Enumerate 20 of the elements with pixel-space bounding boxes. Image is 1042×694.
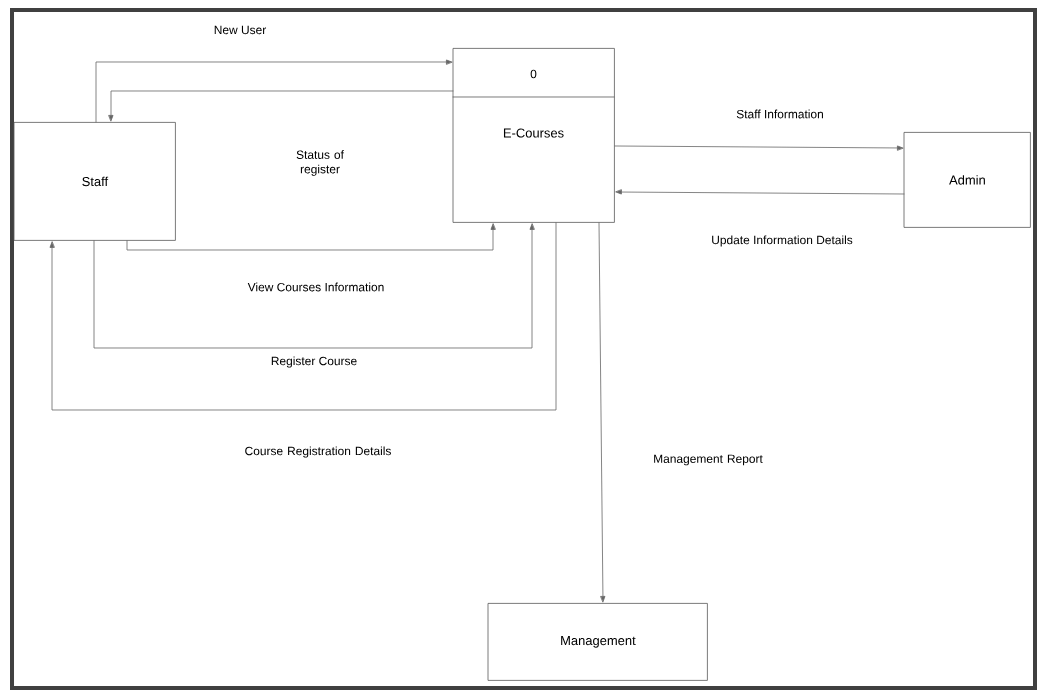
arrow [108,90,454,122]
edge-label: Update Information Details [712,235,853,247]
edge-label: View Courses Information [247,282,384,292]
edge-label: Register Course [271,356,357,368]
process-box: Admin [904,132,1031,228]
process-box: Staff [14,122,176,241]
arrow [95,59,453,123]
edge-label: New User [214,25,267,35]
arrow [614,145,904,151]
arrow [598,222,606,603]
edge-label: Management Report [654,454,763,466]
edge-label: Status of register [296,150,344,176]
arrow [49,222,557,411]
edge-label: Course Registration Details [245,446,391,458]
process-box: 0 E-Courses [452,48,615,223]
arrow [615,189,905,195]
arrow [93,223,535,349]
process-box: Management [488,603,708,681]
arrow [126,223,496,251]
edge-label: Staff Information [736,109,823,119]
